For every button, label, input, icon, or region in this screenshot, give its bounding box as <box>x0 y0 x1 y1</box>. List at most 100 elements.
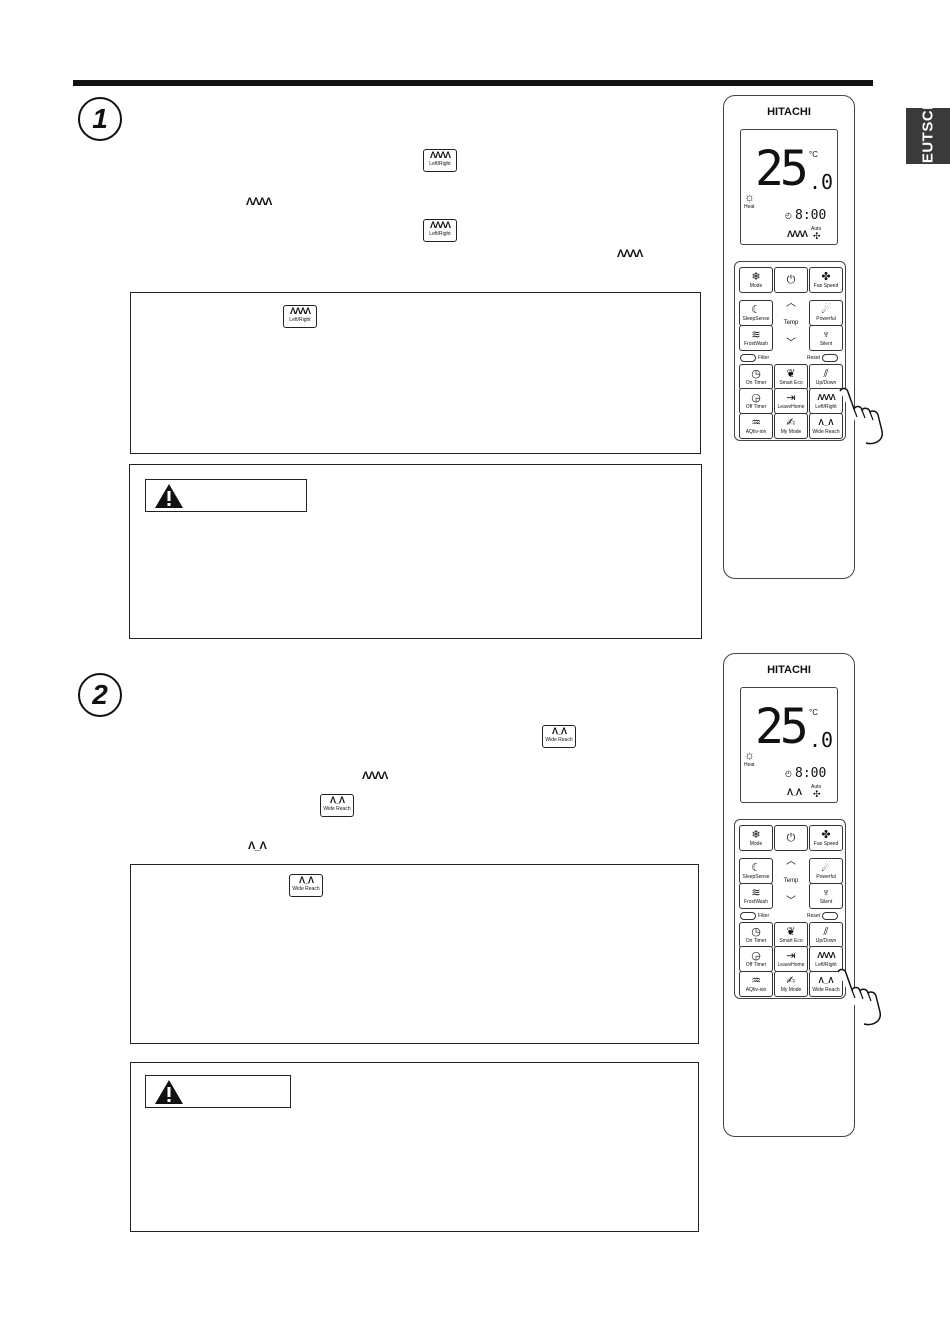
on-timer-button[interactable]: ◷On Timer <box>739 922 773 948</box>
my-mode-icon: ✍ <box>786 975 796 987</box>
sleep-sense-button[interactable]: ☾SleepSense <box>739 300 773 326</box>
clock-icon: ◴ <box>785 211 792 220</box>
leaf-icon: ❦ <box>786 368 796 380</box>
silent-button[interactable]: ♆Silent <box>809 883 843 909</box>
note-box-1 <box>130 292 701 454</box>
note-box-2 <box>130 864 699 1044</box>
fan-speed-button[interactable]: ✤Fan Speed <box>809 267 843 293</box>
caution-label-1 <box>145 479 307 512</box>
wide-reach-key-icon: Λ_Λ Wide Reach <box>320 794 354 817</box>
reset-button[interactable]: Reset <box>807 912 839 920</box>
remote-control-2: HITACHI 25 °C .0 ☼ Heat ◴ 8:00 Auto Λ_Λ … <box>723 653 855 1137</box>
moon-icon: ☾ <box>751 304 761 316</box>
silent-button[interactable]: ♆Silent <box>809 325 843 351</box>
caution-box-2 <box>130 1062 699 1232</box>
my-mode-button[interactable]: ✍My Mode <box>774 413 808 439</box>
fan-speed-button[interactable]: ✤Fan Speed <box>809 825 843 851</box>
my-mode-icon: ✍ <box>786 417 796 429</box>
on-timer-button[interactable]: ◷On Timer <box>739 364 773 390</box>
leave-home-button[interactable]: ⇥LeaveHome <box>774 946 808 972</box>
powerful-icon: ☄ <box>821 862 831 874</box>
pointing-hand-icon <box>837 968 881 1026</box>
leave-home-icon: ⇥ <box>786 392 796 404</box>
sun-icon: ☼ <box>744 190 755 204</box>
snowflake-icon: ❄ <box>751 829 761 841</box>
remote-control-1: HITACHI 25 °C .0 ☼ Heat ◴ 8:00 Auto ΛΛΛΛ… <box>723 95 855 579</box>
frost-wash-button[interactable]: ≋FrostWash <box>739 883 773 909</box>
moon-icon: ☾ <box>751 862 761 874</box>
off-timer-button[interactable]: ◶Off Timer <box>739 946 773 972</box>
sleep-sense-button[interactable]: ☾SleepSense <box>739 858 773 884</box>
language-tab: DEUTSCH <box>906 98 950 174</box>
filter-button[interactable]: Filter <box>740 354 769 362</box>
frost-wash-icon: ≋ <box>751 887 761 899</box>
fan-icon: ✣ <box>813 231 821 241</box>
off-timer-button[interactable]: ◶Off Timer <box>739 388 773 414</box>
powerful-button[interactable]: ☄Powerful <box>809 300 843 326</box>
wide-reach-icon: Λ_Λ <box>818 976 834 985</box>
pointing-hand-icon <box>839 387 883 445</box>
up-down-swing-icon: ⫽ <box>823 368 829 380</box>
wide-reach-symbol-icon: Λ_Λ <box>248 840 267 852</box>
frost-wash-button[interactable]: ≋FrostWash <box>739 325 773 351</box>
fan-icon: ✤ <box>821 829 831 841</box>
left-right-key-icon: ΛΛΛΛ Left/Right <box>423 219 457 242</box>
temp-down-button[interactable]: ﹀ <box>786 338 796 349</box>
mode-button[interactable]: ❄Mode <box>739 825 773 851</box>
frost-wash-icon: ≋ <box>751 329 761 341</box>
power-button[interactable]: ⏻ <box>774 267 808 293</box>
powerful-button[interactable]: ☄Powerful <box>809 858 843 884</box>
timer-icon: ◷ <box>751 368 761 380</box>
power-icon: ⏻ <box>786 274 796 286</box>
timer-icon: ◷ <box>751 926 761 938</box>
mode-button[interactable]: ❄Mode <box>739 267 773 293</box>
swing-indicator-icon: ΛΛΛΛ <box>787 229 808 239</box>
temp-down-button[interactable]: ﹀ <box>786 896 796 907</box>
power-button[interactable]: ⏻ <box>774 825 808 851</box>
smart-eco-button[interactable]: ❦Smart Eco <box>774 922 808 948</box>
smart-eco-button[interactable]: ❦Smart Eco <box>774 364 808 390</box>
wide-reach-icon: Λ_Λ <box>818 418 834 427</box>
leaf-icon: ❦ <box>786 926 796 938</box>
button-panel: ❄Mode ⏻ ✤Fan Speed ☾SleepSense ︿ Temp ﹀ … <box>734 261 846 441</box>
wide-reach-key-icon: Λ_Λ Wide Reach <box>542 725 576 748</box>
temp-control: ︿ Temp ﹀ <box>783 298 799 349</box>
ion-icon: ♒ <box>751 417 761 429</box>
caution-label-2 <box>145 1075 291 1108</box>
step-number-2: 2 <box>78 673 122 717</box>
fan-icon: ✤ <box>821 271 831 283</box>
lcd-display: 25 °C .0 ☼ Heat ◴ 8:00 Auto Λ_Λ ✣ <box>740 687 838 803</box>
left-right-key-icon: ΛΛΛΛ Left/Right <box>423 149 457 172</box>
snowflake-icon: ❄ <box>751 271 761 283</box>
timer-icon: ◶ <box>751 392 761 404</box>
clock-icon: ◴ <box>785 769 792 778</box>
up-down-button[interactable]: ⫽Up/Down <box>809 922 843 948</box>
temp-control: ︿ Temp ﹀ <box>783 856 799 907</box>
filter-button[interactable]: Filter <box>740 912 769 920</box>
brand-logo: HITACHI <box>767 106 811 118</box>
temp-up-button[interactable]: ︿ <box>786 298 796 309</box>
aqtiv-ion-button[interactable]: ♒AQtiv-ion <box>739 971 773 997</box>
silent-icon: ♆ <box>821 329 831 341</box>
power-icon: ⏻ <box>786 832 796 844</box>
my-mode-button[interactable]: ✍My Mode <box>774 971 808 997</box>
lcd-display: 25 °C .0 ☼ Heat ◴ 8:00 Auto ΛΛΛΛ ✣ <box>740 129 838 245</box>
step-number-1: 1 <box>78 97 122 141</box>
warning-triangle-icon <box>155 1079 183 1104</box>
leave-home-button[interactable]: ⇥LeaveHome <box>774 388 808 414</box>
swing-symbol-icon: ΛΛΛΛ <box>246 196 272 208</box>
temp-up-button[interactable]: ︿ <box>786 856 796 867</box>
left-right-swing-icon: ΛΛΛΛ <box>817 951 835 960</box>
reset-button[interactable]: Reset <box>807 354 839 362</box>
sun-icon: ☼ <box>744 748 755 762</box>
swing-symbol-icon: ΛΛΛΛ <box>617 248 643 260</box>
fan-icon: ✣ <box>813 789 821 799</box>
aqtiv-ion-button[interactable]: ♒AQtiv-ion <box>739 413 773 439</box>
top-rule <box>73 80 873 86</box>
brand-logo: HITACHI <box>767 664 811 676</box>
leave-home-icon: ⇥ <box>786 950 796 962</box>
caution-box-1 <box>129 464 702 639</box>
wide-reach-indicator-icon: Λ_Λ <box>787 787 802 797</box>
